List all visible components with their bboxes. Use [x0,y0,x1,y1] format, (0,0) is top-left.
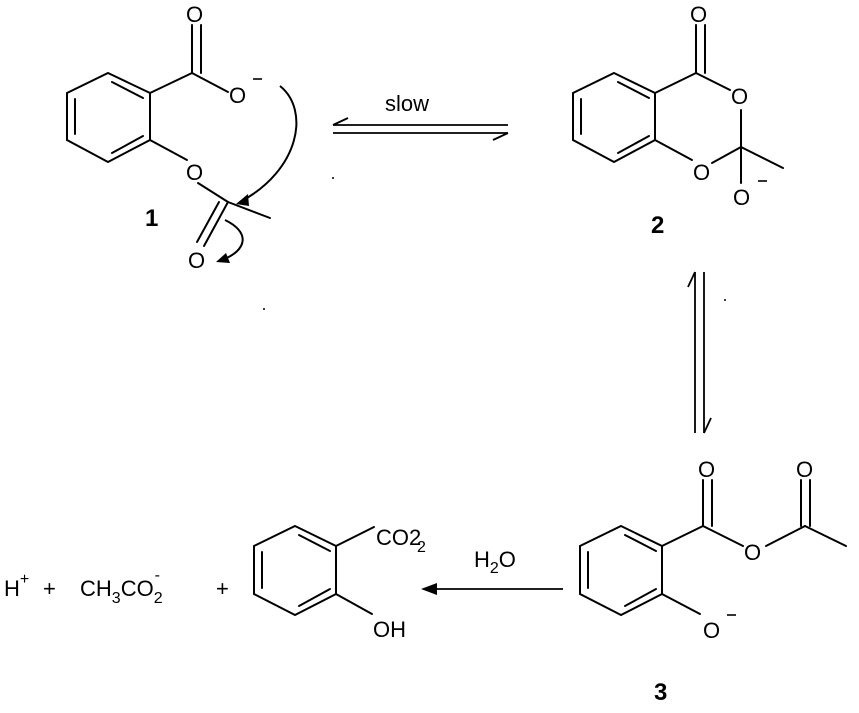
equilibrium-arrow-2-3 [687,271,712,434]
compound-3-label: 3 [654,679,667,706]
salicylate-benzene-ring [253,524,337,617]
hydroxyl-group: OH [373,617,406,642]
compound-2-benzene-ring [572,71,656,164]
ester-oxygen-1: O [186,160,203,185]
anhydride-oxygen-2: O [796,457,813,482]
ring-oxygen-upper: O [731,84,748,109]
phenoxide-oxygen: O [703,618,720,643]
compound-1: O O O O 1 [66,2,298,273]
nucleophilic-attack-arrow [239,85,298,203]
salicylate-product: CO2 OH [253,524,421,642]
proton: H+ [4,571,29,601]
compound-1-benzene-ring [66,71,151,164]
lactone-carbonyl-oxygen: O [690,2,707,27]
hydrolysis-arrow: H2O [421,547,563,595]
plus-sign-1: + [43,576,56,601]
nucleophilic-attack-arrowhead [236,194,249,206]
ring-oxygen-lower: O [693,160,710,185]
compound-2-label: 2 [651,212,664,239]
carboxyl-oxygen: O [186,2,203,27]
carboxylate-oxygen: O [229,83,246,108]
equilibrium-arrow-1-2: slow [332,91,509,141]
anhydride-oxygen-1: O [698,457,715,482]
acetyl-oxygen: O [188,248,205,273]
plus-sign-2: + [216,576,229,601]
slow-condition: slow [385,91,429,116]
anhydride-bridge-oxygen: O [744,540,761,565]
carbonyl-shift-arrowhead [216,253,230,263]
carbonyl-shift-arrow [221,219,244,261]
compound-2: O O O O 2 [572,2,784,239]
byproducts: H+ + CH3CO2- + [4,567,229,607]
alkoxide-oxygen: O [733,185,750,210]
water-condition: H2O [474,547,516,577]
compound-1-label: 1 [145,205,158,232]
compound-3-benzene-ring [579,524,663,617]
acetate-ion: CH3CO2- [80,567,163,607]
compound-3: O O O O 3 [579,457,847,706]
salicylate-co2-subscript: 2 [417,539,426,556]
carboxylate-group: CO2 [376,525,421,550]
